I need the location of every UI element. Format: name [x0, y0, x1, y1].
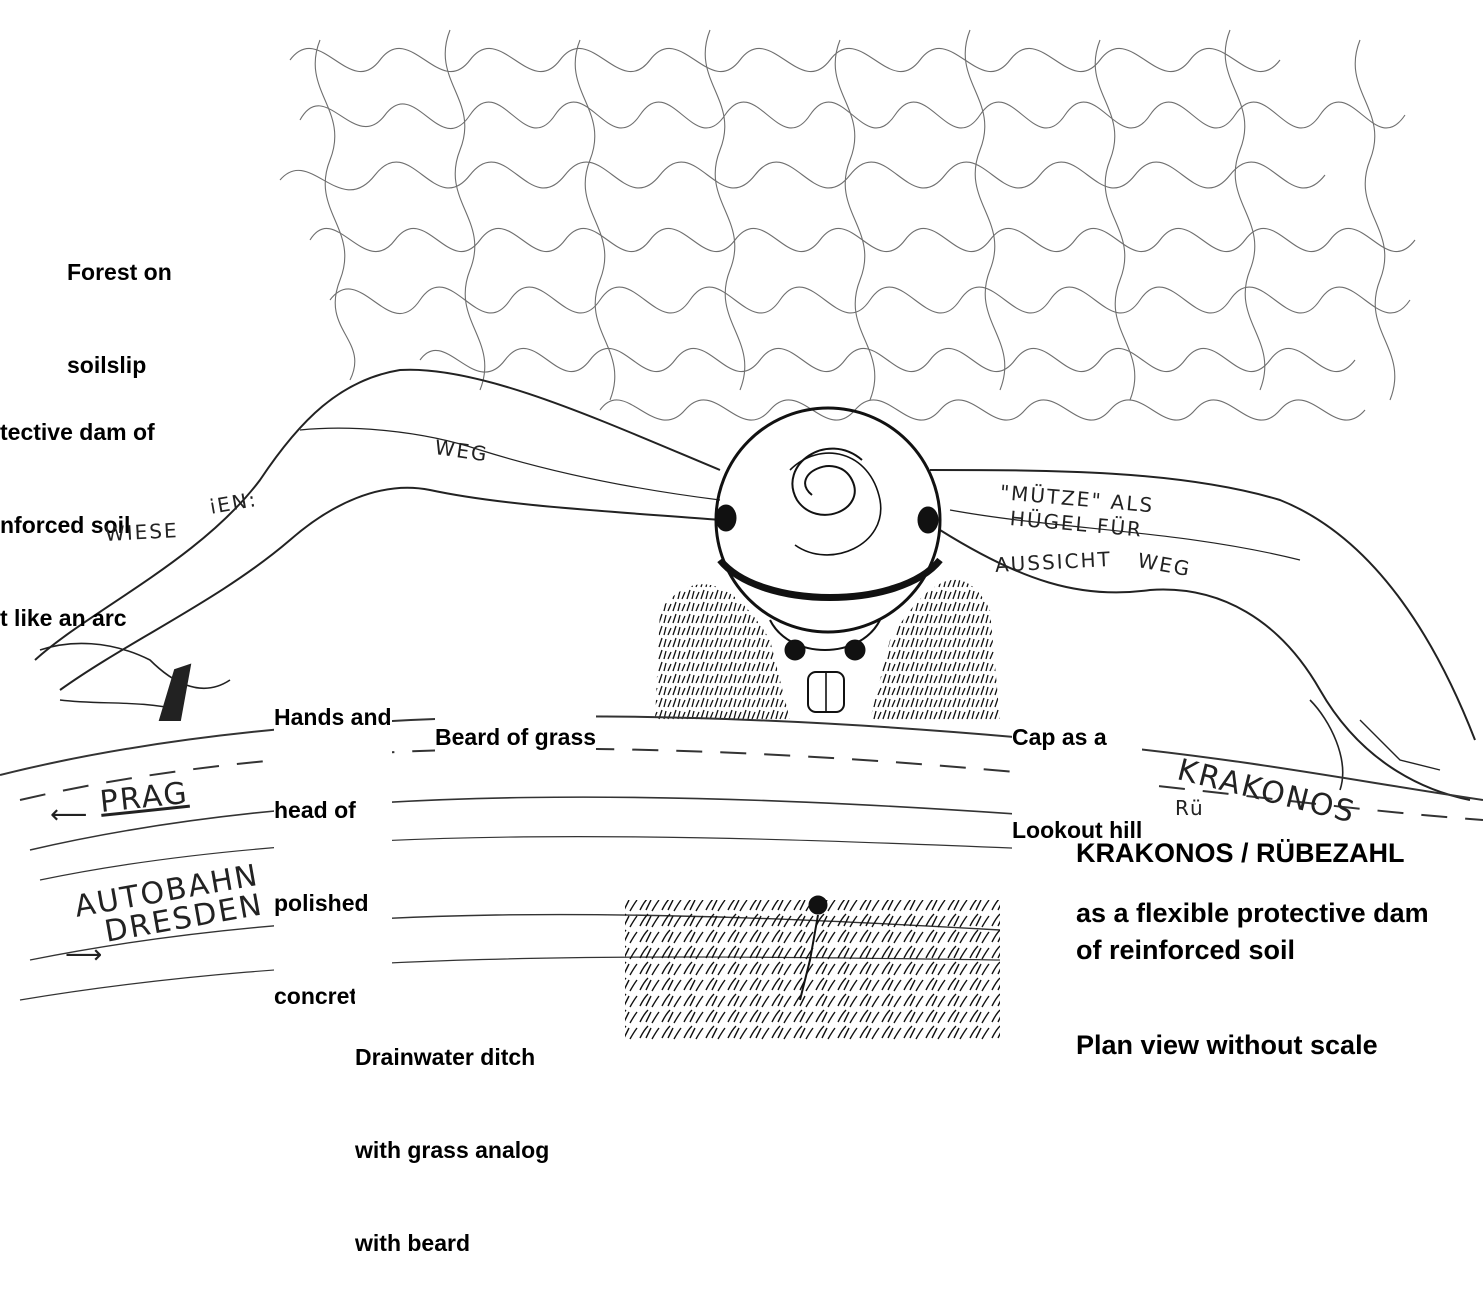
label-beard-line1: Beard of grass — [435, 722, 596, 753]
label-dam-line3: t like an arc — [0, 603, 155, 634]
title-line4: Plan view without scale — [1076, 1030, 1378, 1061]
label-ditch-line2: with grass analog — [355, 1135, 549, 1166]
forest-scribbles — [280, 30, 1415, 420]
label-forest-line1: Forest on — [67, 257, 172, 288]
label-beard: Beard of grass — [435, 660, 596, 784]
label-hands-line3: polished — [274, 888, 392, 919]
title-line1: KRAKONOS / RÜBEZAHL — [1076, 838, 1405, 869]
label-hands-line2: head of — [274, 795, 392, 826]
label-ditch-line3: with beard — [355, 1228, 549, 1259]
title-line2: as a flexible protective dam — [1076, 898, 1429, 929]
label-hands-line1: Hands and — [274, 702, 392, 733]
label-cap-line1: Cap as a — [1012, 722, 1142, 753]
drain-ditch — [625, 900, 1000, 1040]
label-ditch-line1: Drainwater ditch — [355, 1042, 549, 1073]
hand-ruebe: Rü — [1175, 796, 1205, 820]
hand-wiese: WIESE — [104, 518, 179, 546]
label-dam-line1: tective dam of — [0, 417, 155, 448]
title-line3: of reinforced soil — [1076, 935, 1295, 966]
hand-dresden-arrow-icon: ⟶ — [65, 940, 104, 970]
hand-prag-arrow-icon: ⟵ — [50, 800, 89, 830]
label-ditch: Drainwater ditch with grass analog with … — [355, 980, 549, 1290]
label-dam: tective dam of nforced soil t like an ar… — [0, 355, 155, 665]
